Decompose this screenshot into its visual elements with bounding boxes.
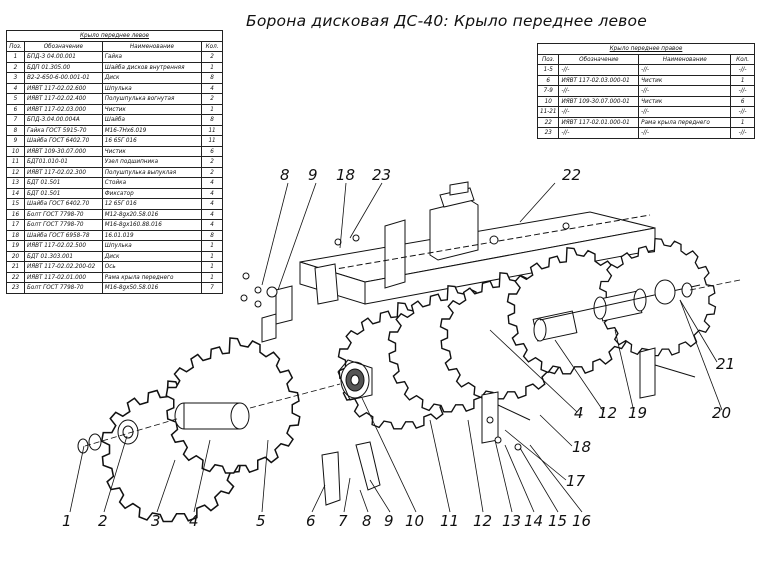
table-cell: М16-8gх160.88.016: [101, 219, 203, 231]
callout-21: 21: [716, 355, 736, 373]
table-cell: Стойка: [101, 177, 203, 189]
brackets: [261, 285, 696, 506]
callout-14: 14: [524, 512, 544, 530]
callout-8-top: 8: [280, 166, 290, 184]
table-cell: 17: [6, 219, 25, 231]
callout-4-right: 4: [574, 404, 584, 422]
callout-15: 15: [548, 512, 568, 530]
drawing-title: Борона дисковая ДС-40: Крыло переднее ле…: [246, 12, 647, 30]
callout-12-right: 12: [598, 404, 618, 422]
table-cell: 4: [201, 198, 223, 210]
bearing-unit: [337, 359, 373, 401]
table-cell: 13: [6, 177, 25, 189]
table-cell: 1: [201, 240, 223, 252]
callout-23: 23: [372, 166, 392, 184]
table-cell: 12: [6, 166, 25, 178]
fasteners: [240, 234, 522, 451]
table-cell: 11: [201, 124, 223, 136]
table-cell: -//-: [730, 127, 755, 139]
table-cell: 18: [6, 229, 25, 241]
spool-left: [77, 402, 250, 454]
table-cell: 4: [201, 208, 223, 220]
table-cell: 10: [6, 145, 25, 157]
callout-4: 4: [189, 512, 199, 530]
table-cell: 16 65Г 016: [101, 135, 203, 147]
callout-6: 6: [306, 512, 316, 530]
table-cell: М16-7Нх6.019: [101, 124, 203, 136]
table-cell: 11: [6, 156, 25, 168]
table-cell: Фиксатор: [101, 187, 203, 199]
callout-19: 19: [628, 404, 648, 422]
table-cell: 2: [201, 156, 223, 168]
table-cell: 23: [6, 282, 25, 294]
table-cell: 7: [201, 282, 223, 294]
table-cell: 11: [201, 135, 223, 147]
callout-18-right: 18: [572, 438, 592, 456]
table-cell: М16-8gх50.58.016: [101, 282, 203, 294]
table-cell: 14: [6, 187, 25, 199]
leader-lines: [69, 182, 723, 513]
axle-right: [532, 279, 701, 342]
table-cell: 12 65Г 016: [101, 198, 203, 210]
callout-9-top: 9: [308, 166, 318, 184]
table-cell: 23: [536, 127, 560, 139]
table-cell: 15: [6, 198, 25, 210]
callout-18-top: 18: [336, 166, 356, 184]
callout-10: 10: [405, 512, 425, 530]
table-cell: 16.01.019: [101, 229, 203, 241]
table-cell: 4: [201, 177, 223, 189]
table-cell: 9: [6, 135, 25, 147]
table-cell: 8: [201, 229, 223, 241]
table-cell: 16: [6, 208, 25, 220]
callout-8-bottom: 8: [362, 512, 372, 530]
callout-7: 7: [338, 512, 348, 530]
table-cell: 6: [201, 145, 223, 157]
table-cell: 19: [6, 240, 25, 252]
table-cell: 8: [6, 124, 25, 136]
callout-17: 17: [566, 472, 586, 490]
guide-lines: [84, 279, 741, 447]
callout-3: 3: [151, 512, 161, 530]
callout-5: 5: [256, 512, 266, 530]
callout-22: 22: [562, 166, 582, 184]
table-cell: Узел подшипника: [101, 156, 203, 168]
callout-13: 13: [502, 512, 522, 530]
table-cell: 4: [201, 219, 223, 231]
table-cell: -//-: [638, 127, 732, 139]
table-row: 23-//--//--//-: [536, 127, 755, 139]
callout-2: 2: [98, 512, 108, 530]
callout-11: 11: [440, 512, 460, 530]
callout-9-bottom: 9: [384, 512, 394, 530]
table-cell: 2: [201, 166, 223, 178]
callout-20: 20: [712, 404, 732, 422]
table-cell: Чистик: [101, 145, 203, 157]
table-cell: Шпулька: [101, 240, 203, 252]
table-cell: 4: [201, 187, 223, 199]
callout-16: 16: [572, 512, 592, 530]
table-cell: Полушпулька выпуклая: [101, 166, 203, 178]
frame-assembly: [299, 181, 656, 305]
table-cell: М12-8gх20.58.016: [101, 208, 203, 220]
callout-12-bottom: 12: [473, 512, 493, 530]
callout-1: 1: [62, 512, 72, 530]
